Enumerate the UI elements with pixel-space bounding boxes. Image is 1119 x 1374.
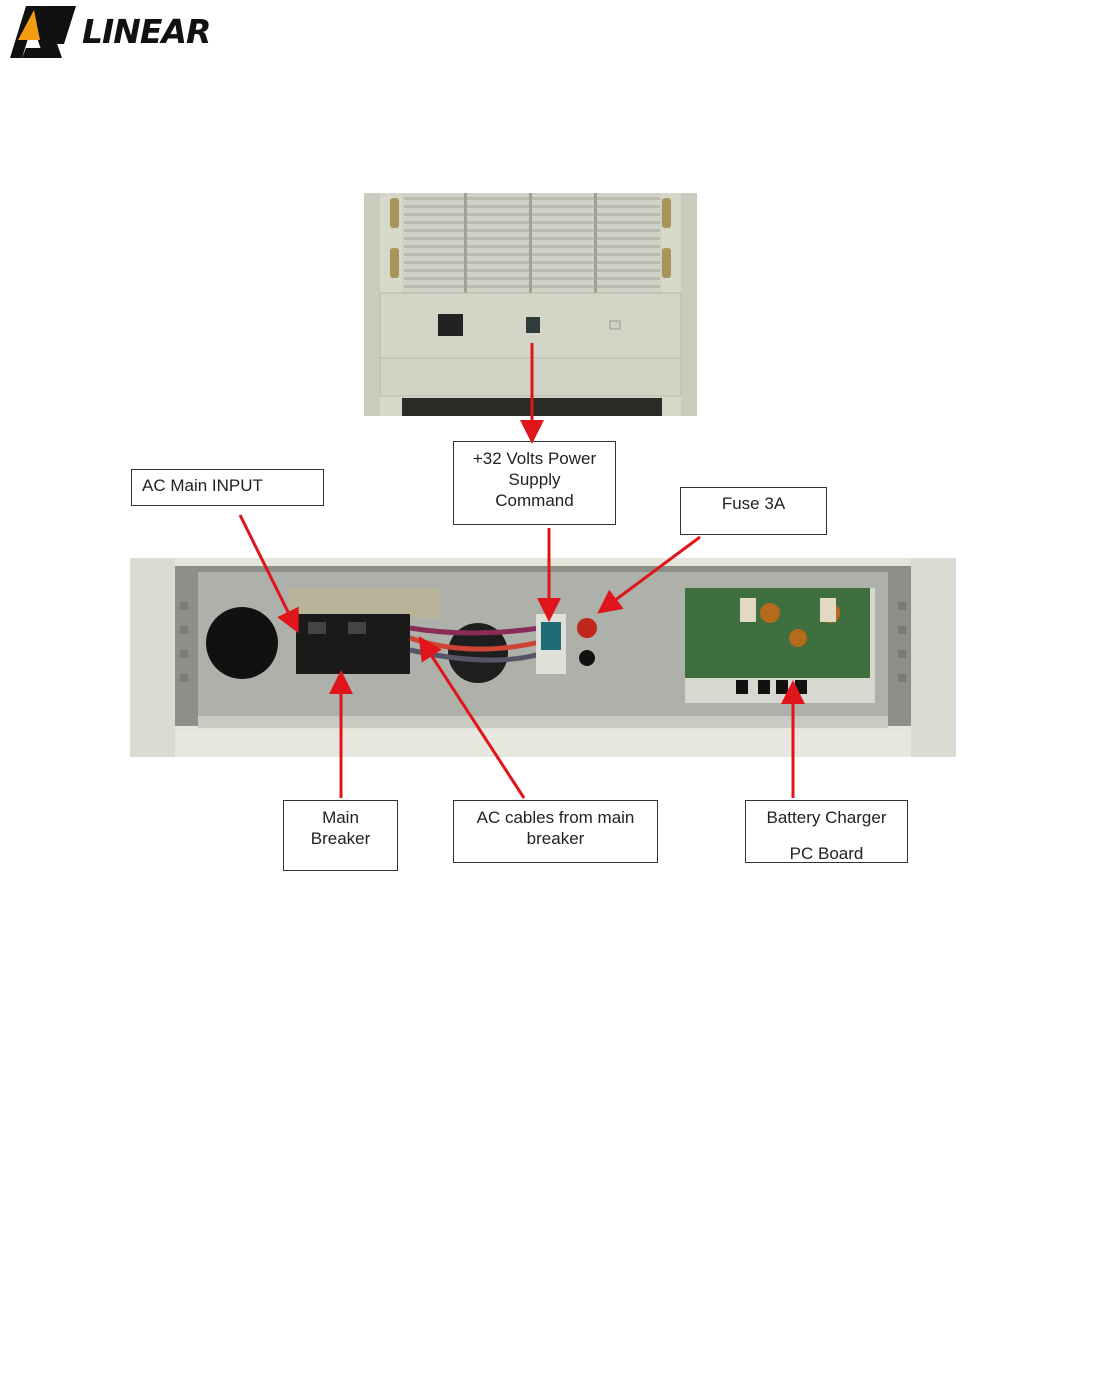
callout-ac-main-input-text: AC Main INPUT [142,475,313,496]
callout-ac-cables-line-1: AC cables from main [454,807,657,828]
callout-fuse: Fuse 3A [680,487,827,535]
callout-power-supply-line-2: Supply [454,469,615,490]
callout-power-supply-command: +32 Volts Power Supply Command [453,441,616,525]
callout-fuse-text: Fuse 3A [681,493,826,514]
callout-battery-charger: Battery Charger PC Board [745,800,908,863]
callout-main-breaker-line-1: Main [284,807,397,828]
power-supply-drawer-photo [130,558,956,757]
callout-main-breaker: Main Breaker [283,800,398,871]
logo-text: LINEAR [82,12,210,51]
callout-ac-main-input: AC Main INPUT [131,469,324,506]
linear-logo: LINEAR [4,0,204,60]
callout-power-supply-line-3: Command [454,490,615,511]
callout-ac-cables-line-2: breaker [454,828,657,849]
callout-power-supply-line-1: +32 Volts Power [454,448,615,469]
callout-main-breaker-line-2: Breaker [284,828,397,849]
callout-ac-cables: AC cables from main breaker [453,800,658,863]
callout-battery-line-2: PC Board [746,843,907,864]
callout-battery-line-1: Battery Charger [746,807,907,828]
cabinet-front-photo [364,193,697,416]
